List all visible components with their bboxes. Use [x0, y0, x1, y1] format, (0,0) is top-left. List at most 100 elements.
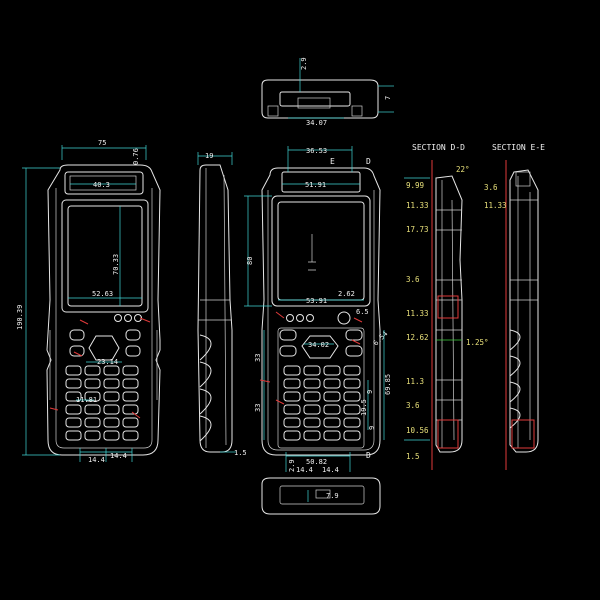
- dim-pad: 34.02: [308, 341, 329, 349]
- section-dim-label: 11.33: [406, 309, 429, 318]
- keypad-key: [323, 378, 341, 389]
- dim-bottom-a: 2.9: [288, 459, 296, 472]
- keypad-key: [122, 417, 139, 428]
- dim-keypad-height: 69.85: [384, 374, 392, 395]
- keypad-key: [283, 417, 301, 428]
- dim-bottom-d: 50.82: [306, 458, 327, 466]
- keypad-key: [303, 378, 321, 389]
- front-view: 75 0.76 190.39 40.3 70.33 52.63 23.14 11…: [16, 139, 161, 464]
- keypad-key: [65, 417, 82, 428]
- section-dim-label: 3.6: [484, 183, 498, 192]
- section-d-angle-mid: 1.25°: [466, 338, 489, 347]
- dim-overall-height: 190.39: [16, 305, 24, 330]
- dim-overall-width: 75: [98, 139, 106, 147]
- dim-center-inner-width: 51.91: [305, 181, 326, 189]
- keypad-key: [103, 417, 120, 428]
- bottom-view: 7.9: [261, 477, 381, 515]
- keypad-key: [84, 365, 101, 376]
- section-letter-d: D: [366, 157, 371, 166]
- dim-key-width: 11.81: [76, 396, 97, 404]
- keypad-key: [303, 430, 321, 441]
- dim-base: 7.9: [326, 492, 339, 500]
- keypad-key: [323, 391, 341, 402]
- dim-screen-height: 70.33: [112, 254, 120, 275]
- keypad-key: [65, 404, 82, 415]
- keypad-key: [103, 365, 120, 376]
- keypad-key: [103, 430, 120, 441]
- keypad-key: [323, 430, 341, 441]
- keypad-key: [103, 378, 120, 389]
- dim-bottom-b: 14.4: [296, 466, 313, 474]
- keypad-key: [84, 430, 101, 441]
- dim-left-b: 33: [254, 404, 262, 412]
- keypad-key: [84, 417, 101, 428]
- section-dim-label: 3.6: [406, 401, 420, 410]
- keypad-key: [303, 365, 321, 376]
- keypad-key: [283, 378, 301, 389]
- dim-right-c: 9: [368, 426, 376, 430]
- section-d-angle-top: 22°: [456, 165, 470, 174]
- keypad-key: [65, 430, 82, 441]
- dim-right-a: 9: [366, 390, 374, 394]
- keypad-key: [283, 404, 301, 415]
- keypad-key: [84, 391, 101, 402]
- section-dim-label: 9.99: [406, 181, 424, 190]
- dim-side-bottom: 1.5: [234, 449, 247, 457]
- section-d-title: SECTION D-D: [412, 143, 465, 152]
- section-e-title: SECTION E-E: [492, 143, 545, 152]
- section-dim-label: 11.33: [406, 201, 429, 210]
- keypad-key: [122, 378, 139, 389]
- dim-screen-width: 52.63: [92, 290, 113, 298]
- dim-left-a: 33: [254, 354, 262, 362]
- keypad-key: [122, 391, 139, 402]
- keypad-key: [343, 417, 361, 428]
- keypad-key: [103, 391, 120, 402]
- dim-center-top-width: 36.53: [306, 147, 327, 155]
- keypad-key: [65, 378, 82, 389]
- dim-side-thickness: 19: [205, 152, 213, 160]
- dim-bottom-left: 14.4: [88, 456, 105, 464]
- section-dim-label: 11.33: [484, 201, 507, 210]
- dim-top-width: 34.07: [306, 119, 327, 127]
- dim-center-screen-height: 80: [246, 257, 254, 265]
- keypad-key: [283, 365, 301, 376]
- section-dim-label: 1.5: [406, 452, 420, 461]
- keypad-key: [323, 365, 341, 376]
- dim-top-inset: 40.3: [93, 181, 110, 189]
- keypad-key: [343, 365, 361, 376]
- dim-right-b: 19.5: [360, 399, 368, 416]
- dim-top-right: 7: [384, 96, 392, 100]
- top-view: 2.9 7 34.07: [261, 57, 394, 127]
- keypad-key: [103, 404, 120, 415]
- dim-top-height: 2.9: [300, 57, 308, 70]
- section-dim-label: 11.3: [406, 377, 424, 386]
- dim-button2: 6.5: [356, 308, 369, 316]
- dim-bottom-right: 14.4: [110, 452, 127, 460]
- section-dim-label: 10.56: [406, 426, 429, 435]
- section-dim-label: 12.62: [406, 333, 429, 342]
- dim-bottom-c: 14.4: [322, 466, 339, 474]
- section-letter-d-bottom: D: [366, 451, 371, 460]
- keypad-key: [343, 404, 361, 415]
- keypad-key: [303, 417, 321, 428]
- keypad-key: [84, 378, 101, 389]
- keypad-key: [122, 365, 139, 376]
- keypad-key: [323, 404, 341, 415]
- section-dim-label: 17.73: [406, 225, 429, 234]
- dim-nav: 23.14: [97, 358, 118, 366]
- section-letter-e: E: [330, 157, 335, 166]
- keypad-key: [65, 365, 82, 376]
- center-view: 36.53 E D 51.91 80 53.91 2.62 6.5 34.02 …: [244, 146, 392, 474]
- section-e-view: SECTION E-E 3.6 11.33: [484, 143, 545, 470]
- keypad-key: [84, 404, 101, 415]
- keypad-key: [122, 430, 139, 441]
- dim-button: 2.62: [338, 290, 355, 298]
- keypad-key: [323, 417, 341, 428]
- keypad-key: [303, 404, 321, 415]
- keypad-key: [343, 430, 361, 441]
- dim-top-offset: 0.76: [132, 148, 140, 165]
- section-dim-label: 3.6: [406, 275, 420, 284]
- side-view: 19 1.5: [197, 152, 247, 457]
- keypad-key: [283, 391, 301, 402]
